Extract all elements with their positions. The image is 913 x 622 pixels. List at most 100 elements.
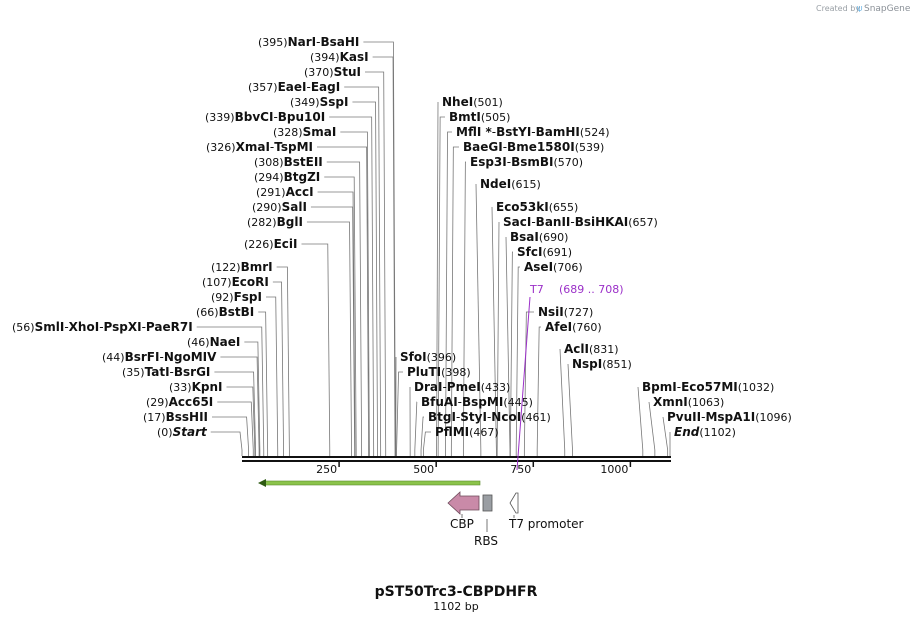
site-label[interactable]: DraI - PmeI (433) [414, 380, 510, 394]
site-label[interactable]: (29) Acc65I [146, 395, 213, 409]
site-position: (395) [258, 36, 288, 49]
site-label[interactable]: NdeI (615) [480, 177, 541, 191]
site-label[interactable]: (17) BssHII [143, 410, 208, 424]
site-label[interactable]: End (1102) [674, 425, 736, 439]
site-label[interactable]: (226) EciI [244, 237, 297, 251]
feature-rbs[interactable]: RBS [474, 494, 498, 548]
site-label[interactable]: (294) BtgZI [254, 170, 320, 184]
site-leader-line [567, 363, 573, 456]
site-position: (398) [441, 366, 471, 379]
site-position: (445) [503, 396, 533, 409]
site-label[interactable]: (35) TatI - BsrGI [122, 365, 210, 379]
site-label[interactable]: BsaI (690) [510, 230, 568, 244]
site-label[interactable]: (33) KpnI [169, 380, 223, 394]
site-label[interactable]: (44) BsrFI - NgoMIV [102, 350, 217, 364]
enzyme-name: NaeI [210, 335, 241, 349]
site-position: (831) [589, 343, 619, 356]
site-position: (339) [205, 111, 235, 124]
site-label[interactable]: (46) NaeI [187, 335, 240, 349]
site-label[interactable]: NheI (501) [442, 95, 503, 109]
feature-cbp[interactable]: CBP [447, 491, 480, 531]
enzyme-name: EciI [274, 237, 298, 251]
name-separator: - [142, 320, 146, 334]
site-leader-line [509, 251, 513, 456]
site-label[interactable]: AfeI (760) [545, 320, 602, 334]
site-position: (328) [273, 126, 303, 139]
site-label[interactable]: Eco53kI (655) [496, 200, 578, 214]
site-label[interactable]: (349) SspI [290, 95, 348, 109]
site-position: (46) [187, 336, 210, 349]
site-label[interactable]: BmtI (505) [449, 110, 510, 124]
site-position: (349) [290, 96, 320, 109]
site-label[interactable]: (395) NarI - BsaHI [258, 35, 359, 49]
site-label[interactable]: SfcI (691) [517, 245, 572, 259]
site-label[interactable]: NspI (851) [572, 357, 632, 371]
site-label[interactable]: PflMI (467) [435, 425, 499, 439]
site-label[interactable]: BtgI - StyI - NcoI (461) [428, 410, 551, 424]
site-label[interactable]: SacI - BanII - BsiHKAI (657) [503, 215, 658, 229]
site-label[interactable]: PluTI (398) [407, 365, 471, 379]
site-label[interactable]: (291) AccI [256, 185, 314, 199]
t7-primer: T7 (689 .. 708) [516, 283, 624, 471]
site-label[interactable]: NsiI (727) [538, 305, 593, 319]
site-position: (35) [122, 366, 145, 379]
orf-arrow[interactable] [258, 479, 481, 487]
site-label[interactable]: (370) StuI [304, 65, 361, 79]
site-label[interactable]: (328) SmaI [273, 125, 336, 139]
site-label[interactable]: (92) FspI [211, 290, 262, 304]
site-leader-line [344, 86, 382, 456]
site-label[interactable]: (339) BbvCI - Bpu10I [205, 110, 325, 124]
site-label[interactable]: (0) Start [157, 425, 208, 439]
site-position: (394) [310, 51, 340, 64]
enzyme-name: Bme1580I [507, 140, 575, 154]
enzyme-name: BamHI [536, 125, 580, 139]
site-label[interactable]: Esp3I - BsmBI (570) [470, 155, 583, 169]
site-label[interactable]: (394) KasI [310, 50, 369, 64]
site-position: (0) [157, 426, 173, 439]
site-label[interactable]: PvuII - MspA1I (1096) [667, 410, 792, 424]
enzyme-name: XmaI [236, 140, 270, 154]
site-leader-line [445, 131, 452, 456]
site-position: (501) [473, 96, 503, 109]
site-position: (56) [12, 321, 35, 334]
feature-t7-promoter[interactable]: T7 promoter [508, 492, 584, 531]
site-label[interactable]: AclI (831) [564, 342, 619, 356]
site-label[interactable]: XmnI (1063) [653, 395, 724, 409]
enzyme-name: SalI [282, 200, 307, 214]
site-label[interactable]: (66) BstBI [196, 305, 254, 319]
site-label[interactable]: SfoI (396) [400, 350, 456, 364]
site-label[interactable]: (122) BmrI [211, 260, 273, 274]
enzyme-name: PvuII [667, 410, 701, 424]
site-leader-line [420, 416, 424, 456]
rbs-box-icon [482, 494, 493, 512]
name-separator: - [507, 155, 511, 169]
site-leader-line [648, 401, 656, 456]
t7-primer-name[interactable]: T7 [529, 283, 544, 296]
site-label[interactable]: AseI (706) [524, 260, 583, 274]
site-position: (29) [146, 396, 169, 409]
site-label[interactable]: (56) SmlI - XhoI - PspXI - PaeR7I [12, 320, 193, 334]
enzyme-name: Esp3I [470, 155, 507, 169]
site-label[interactable]: (308) BstEII [254, 155, 323, 169]
enzyme-name: SspI [320, 95, 349, 109]
site-label[interactable]: (107) EcoRI [202, 275, 269, 289]
enzyme-name: PflMI [435, 425, 469, 439]
enzyme-name: MspA1I [705, 410, 755, 424]
site-position: (33) [169, 381, 192, 394]
site-position: (282) [247, 216, 277, 229]
site-position: (44) [102, 351, 125, 364]
enzyme-name: NdeI [480, 177, 511, 191]
site-leader-line [496, 221, 500, 456]
site-label[interactable]: (326) XmaI - TspMI [206, 140, 313, 154]
site-label[interactable]: (357) EaeI - EagI [248, 80, 340, 94]
site-label[interactable]: BpmI - Eco57MI (1032) [642, 380, 774, 394]
site-label[interactable]: BfuAI - BspMI (445) [421, 395, 533, 409]
site-label[interactable]: (290) SalI [252, 200, 307, 214]
site-label[interactable]: BaeGI - Bme1580I (539) [463, 140, 604, 154]
site-label[interactable]: MflI * - BstYI - BamHI (524) [456, 125, 610, 139]
name-separator: - [456, 410, 460, 424]
site-leader-line [244, 341, 261, 456]
site-leader-line [422, 431, 431, 456]
site-label[interactable]: (282) BglI [247, 215, 303, 229]
